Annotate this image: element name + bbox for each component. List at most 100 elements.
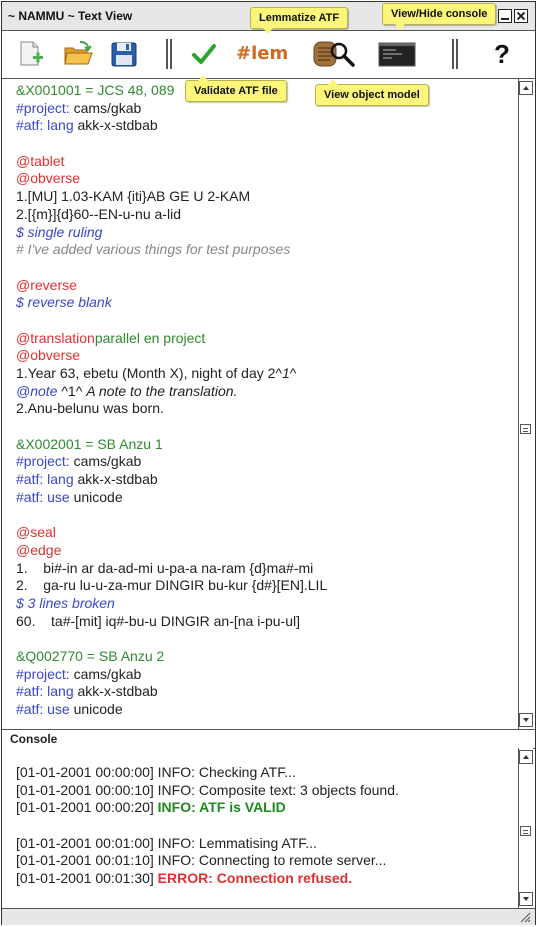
editor-line-segment: #atf: use <box>16 488 70 505</box>
console-line: [01-01-2001 00:01:30] ERROR: Connection … <box>16 870 399 888</box>
console-line-segment: ERROR: Connection refused. <box>153 870 353 887</box>
editor-line-segment: @translation <box>16 329 95 346</box>
editor-line: @translationparallel en project <box>16 330 327 348</box>
toggle-console-button[interactable] <box>378 39 416 69</box>
editor-line <box>16 630 327 648</box>
editor-line-segment: @reverse <box>16 276 77 293</box>
editor-line-segment: &X002001 = SB Anzu 1 <box>16 435 163 452</box>
editor-line-segment: ^1^ <box>57 382 87 399</box>
console-line-segment: INFO: Composite text: 3 objects found. <box>153 781 399 798</box>
open-folder-icon <box>64 41 93 65</box>
editor-line-segment: @note <box>16 382 58 399</box>
console-scroll-thumb[interactable] <box>520 826 531 836</box>
save-button[interactable] <box>110 39 138 69</box>
console-title: Console <box>10 732 58 746</box>
tooltip-validate: Validate ATF file <box>185 75 287 102</box>
minimize-button[interactable] <box>498 9 512 23</box>
console-line-segment: INFO: Connecting to remote server... <box>153 852 387 869</box>
view-object-model-button[interactable] <box>312 39 358 69</box>
console-line-segment: [01-01-2001 00:00:00] <box>16 764 154 780</box>
editor-line-segment: 2.Anu-belunu was born. <box>16 400 164 417</box>
editor-line-segment: akk-x-stdbab <box>73 683 158 700</box>
editor-line-segment: #atf: lang <box>16 683 74 700</box>
toolbar-separator <box>166 39 172 69</box>
tablet-magnifier-icon <box>313 41 355 67</box>
editor-line-segment: parallel en project <box>94 329 206 346</box>
lemmatize-atf-button[interactable]: #lem <box>236 43 289 64</box>
editor-line: 1. bi#-in ar da-ad-mi u-pa-a na-ram {d}m… <box>16 560 327 578</box>
tooltip-console: View/Hide console <box>382 3 497 30</box>
editor-line-segment: unicode <box>69 701 123 718</box>
editor-line-segment: # I've added various things for test pur… <box>16 241 291 258</box>
editor-line-segment: akk-x-stdbab <box>73 117 158 134</box>
editor-scroll-up-arrow[interactable] <box>519 81 533 95</box>
window-title: ~ NAMMU ~ Text View <box>8 9 133 23</box>
console-line-segment: [01-01-2001 00:00:10] <box>16 781 154 798</box>
editor-line-segment: &X001001 = JCS 48, 089 <box>16 82 175 98</box>
console-header: Console <box>2 729 535 749</box>
editor-line: @obverse <box>16 347 327 365</box>
editor-line: @note ^1^ A note to the translation. <box>16 383 327 401</box>
editor-line <box>16 312 327 330</box>
editor-line-segment: @edge <box>16 541 62 558</box>
editor-line-segment: #project: <box>16 665 70 682</box>
editor-line: # I've added various things for test pur… <box>16 241 327 259</box>
editor-line <box>16 259 327 277</box>
tooltip-object-model: View object model <box>315 79 429 106</box>
editor-scroll-thumb[interactable] <box>520 424 531 434</box>
console-output[interactable]: [01-01-2001 00:00:00] INFO: Checking ATF… <box>2 748 518 908</box>
editor-line-segment: &Q002770 = SB Anzu 2 <box>16 648 165 664</box>
editor-line-segment: 2.[{m}]{d}60--EN-u-nu a-lid <box>16 205 181 222</box>
editor-line <box>16 507 327 525</box>
console-line-segment: [01-01-2001 00:01:30] <box>16 870 154 887</box>
editor-line: #project: cams/gkab <box>16 666 327 684</box>
editor-line: 60. ta#-[mit] iq#-bu-u DINGIR an-[na i-p… <box>16 613 327 631</box>
console-scroll-down-arrow[interactable] <box>519 892 533 906</box>
editor-line: 2. ga-ru lu-u-za-mur DINGIR bu-kur {d#}[… <box>16 577 327 595</box>
editor-line: #atf: lang akk-x-stdbab <box>16 471 327 489</box>
new-file-button[interactable] <box>16 39 44 69</box>
console-line: [01-01-2001 00:00:20] INFO: ATF is VALID <box>16 799 399 817</box>
console-line: [01-01-2001 00:01:10] INFO: Connecting t… <box>16 852 399 870</box>
console-line-segment: INFO: Checking ATF... <box>153 764 296 780</box>
editor-line: $ single ruling <box>16 224 327 242</box>
editor-line <box>16 418 327 436</box>
console-line <box>16 817 399 835</box>
toolbar: #lem ? <box>2 31 535 79</box>
editor-line: #project: cams/gkab <box>16 100 327 118</box>
editor-line: $ 3 lines broken <box>16 595 327 613</box>
editor-line: #atf: use unicode <box>16 701 327 719</box>
console-scroll-up-arrow[interactable] <box>519 750 533 764</box>
validate-atf-button[interactable] <box>190 39 218 69</box>
help-button[interactable]: ? <box>494 39 510 69</box>
editor-lines: &X001001 = JCS 48, 089#project: cams/gka… <box>16 82 327 719</box>
editor-line: &X001001 = JCS 48, 089 <box>16 82 327 100</box>
console-lines: [01-01-2001 00:00:00] INFO: Checking ATF… <box>16 764 399 888</box>
open-file-button[interactable] <box>62 39 94 69</box>
console-line: [01-01-2001 00:00:10] INFO: Composite te… <box>16 782 399 800</box>
tooltip-lemmatize: Lemmatize ATF <box>250 7 349 34</box>
editor-line: @reverse <box>16 277 327 295</box>
console-scrollbar[interactable] <box>518 748 533 908</box>
editor-line-segment: 1.[MU] 1.03-KAM {iti}AB GE U 2-KAM <box>16 188 251 205</box>
editor-line: 2.[{m}]{d}60--EN-u-nu a-lid <box>16 206 327 224</box>
editor-line-segment: #project: <box>16 99 70 116</box>
editor-line: $ reverse blank <box>16 294 327 312</box>
editor-line-segment: cams/gkab <box>69 665 142 682</box>
editor-line: @obverse <box>16 170 327 188</box>
editor-line-segment: 1.Year 63, ebetu (Month X), night of day… <box>16 365 282 381</box>
close-button[interactable] <box>514 9 528 23</box>
atf-text-editor[interactable]: &X001001 = JCS 48, 089#project: cams/gka… <box>2 79 518 729</box>
resize-grip-icon[interactable] <box>519 911 531 923</box>
editor-line-segment: $ single ruling <box>16 223 103 240</box>
editor-line-segment: cams/gkab <box>69 99 142 116</box>
editor-scroll-down-arrow[interactable] <box>519 713 533 727</box>
new-file-icon <box>20 41 43 66</box>
editor-line-segment: 60. ta#-[mit] iq#-bu-u DINGIR an-[na i-p… <box>16 612 300 629</box>
editor-line: #project: cams/gkab <box>16 453 327 471</box>
checkmark-icon <box>192 44 216 64</box>
editor-line-segment: @seal <box>16 524 56 541</box>
editor-line-segment: A note to the translation. <box>86 382 238 399</box>
editor-scrollbar[interactable] <box>518 79 533 729</box>
